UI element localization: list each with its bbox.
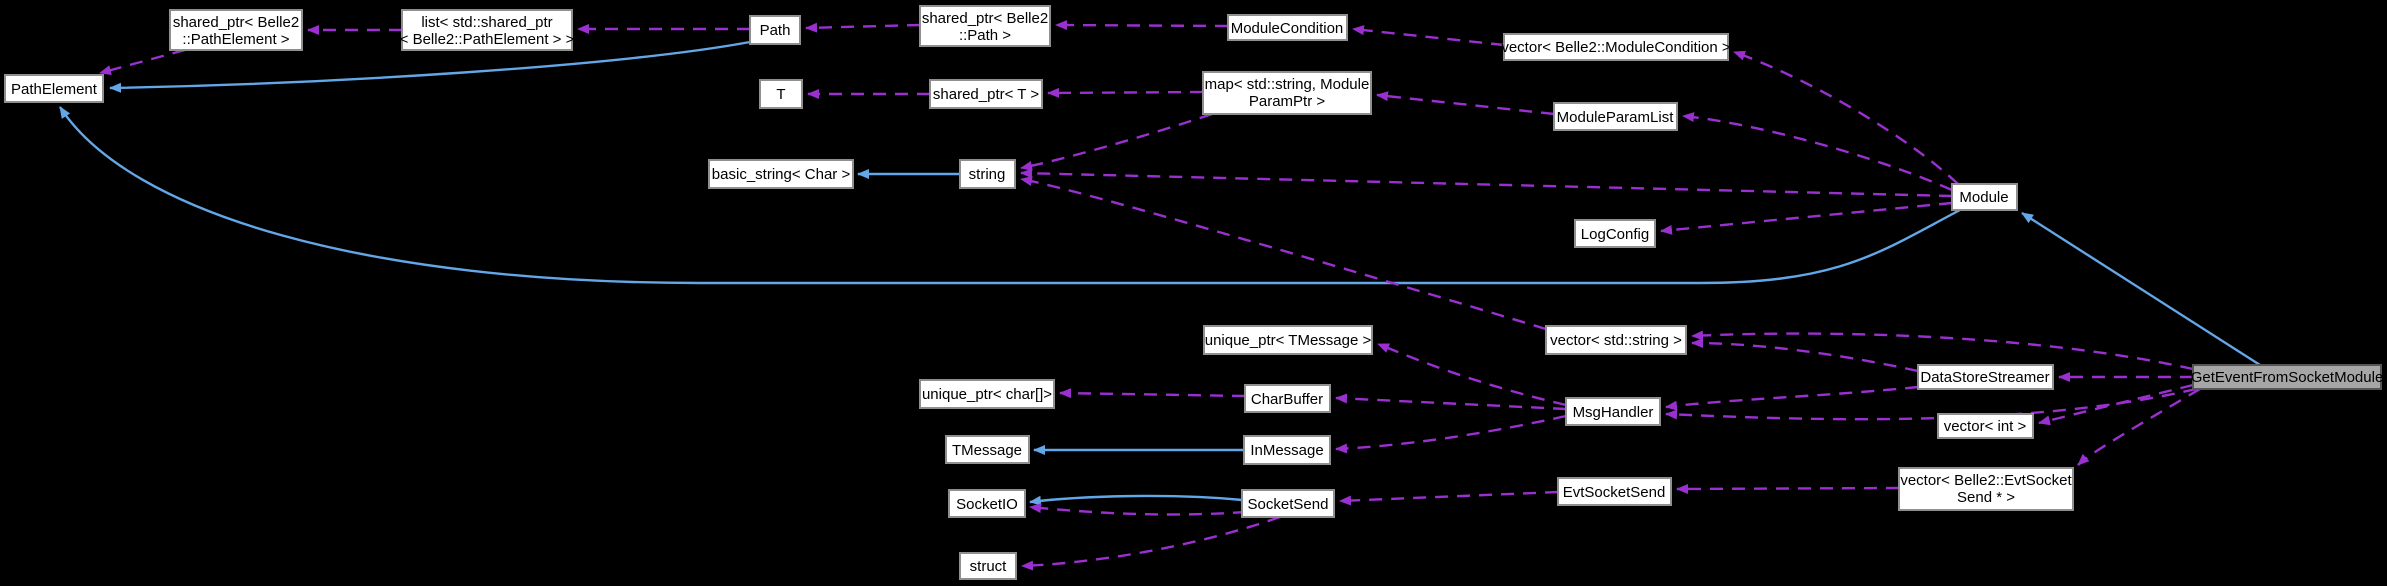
svg-text:PathElement: PathElement (11, 81, 98, 98)
edge-module-to-vector-modulecondition (1733, 50, 1959, 185)
node-charbuffer[interactable]: CharBuffer (1244, 384, 1331, 413)
node-shared-ptr-t[interactable]: shared_ptr< T > (929, 79, 1043, 109)
edge-module-to-string (1020, 168, 1953, 198)
node-vector-string[interactable]: vector< std::string > (1545, 325, 1687, 355)
svg-text:GetEventFromSocketModule: GetEventFromSocketModule (2191, 369, 2384, 386)
node-socketsend[interactable]: SocketSend (1241, 489, 1335, 518)
node-shared-ptr-path[interactable]: shared_ptr< Belle2 ::Path > (919, 5, 1051, 47)
svg-text:MsgHandler: MsgHandler (1573, 404, 1654, 421)
svg-text:::PathElement >: ::PathElement > (182, 31, 289, 48)
edge-sharedptr-path-to-path (805, 22, 921, 33)
svg-text:SocketSend: SocketSend (1248, 496, 1329, 513)
edge-moduleparamlist-to-map (1376, 91, 1555, 116)
svg-text:vector< Belle2::EvtSocket: vector< Belle2::EvtSocket (1900, 472, 2072, 489)
node-evtsocketsend[interactable]: EvtSocketSend (1557, 477, 1672, 506)
node-module[interactable]: Module (1951, 183, 2018, 211)
node-shared-ptr-pathelement[interactable]: shared_ptr< Belle2 ::PathElement > (169, 9, 303, 51)
edge-module-to-pathelement (58, 106, 1961, 285)
node-unique-ptr-char[interactable]: unique_ptr< char[]> (919, 379, 1055, 409)
node-path[interactable]: Path (749, 15, 801, 45)
edge-datastorestreamer-to-msghandler (1665, 385, 1919, 411)
edge-vector-string-to-string (1020, 176, 1547, 331)
svg-text:DataStoreStreamer: DataStoreStreamer (1920, 369, 2049, 386)
node-tmessage[interactable]: TMessage (945, 435, 1030, 464)
edge-msghandler-to-inmessage (1335, 414, 1567, 454)
svg-text:ModuleCondition: ModuleCondition (1231, 20, 1344, 37)
svg-text:TMessage: TMessage (952, 442, 1022, 459)
edge-msghandler-to-charbuffer (1335, 393, 1567, 411)
svg-text:shared_ptr< Belle2: shared_ptr< Belle2 (173, 14, 299, 31)
node-unique-ptr-tmessage[interactable]: unique_ptr< TMessage > (1203, 325, 1373, 355)
edge-module-to-moduleparamlist (1682, 112, 1953, 192)
edge-path-to-pathelement (109, 40, 751, 93)
node-string[interactable]: string (959, 159, 1016, 189)
svg-text:EvtSocketSend: EvtSocketSend (1563, 484, 1666, 501)
svg-text:LogConfig: LogConfig (1581, 226, 1649, 243)
svg-text:shared_ptr< T >: shared_ptr< T > (933, 86, 1039, 103)
svg-text:Path: Path (760, 22, 791, 39)
svg-text:Module: Module (1959, 189, 2008, 206)
svg-text:string: string (969, 166, 1006, 183)
svg-text:vector< Belle2::ModuleConditio: vector< Belle2::ModuleCondition > (1501, 39, 1731, 56)
svg-text:T: T (776, 86, 785, 103)
nodes: PathElement shared_ptr< Belle2 ::PathEle… (4, 5, 2384, 580)
node-geteventfromsocketmodule[interactable]: GetEventFromSocketModule (2191, 364, 2384, 390)
node-vector-int[interactable]: vector< int > (1937, 413, 2034, 439)
node-moduleparamlist[interactable]: ModuleParamList (1553, 102, 1678, 131)
node-datastorestreamer[interactable]: DataStoreStreamer (1917, 364, 2054, 390)
edge-vector-evtsocketsend-to-evtsocketsend (1676, 483, 1900, 494)
svg-text:vector< std::string >: vector< std::string > (1550, 332, 1682, 349)
edge-msghandler-to-uniqueptr-tmessage (1377, 342, 1567, 407)
svg-text:list< std::shared_ptr: list< std::shared_ptr (421, 14, 552, 31)
svg-text:SocketIO: SocketIO (956, 496, 1018, 513)
edge-getevent-to-vector-int (2038, 383, 2194, 426)
edge-socketsend-to-socketio-usage (1029, 503, 1247, 516)
edge-sharedptr-pathelement-to-pathelement (99, 48, 186, 75)
node-vector-evtsocketsend[interactable]: vector< Belle2::EvtSocket Send * > (1898, 467, 2074, 511)
svg-text:InMessage: InMessage (1250, 442, 1323, 459)
svg-text:ParamPtr >: ParamPtr > (1249, 93, 1326, 110)
edge-socketsend-to-socketio-inherit (1029, 494, 1243, 506)
svg-text:struct: struct (970, 558, 1008, 575)
edge-socketsend-to-struct (1021, 515, 1281, 571)
svg-text:CharBuffer: CharBuffer (1251, 391, 1323, 408)
edge-map-to-string (1020, 112, 1213, 171)
node-vector-modulecondition[interactable]: vector< Belle2::ModuleCondition > (1501, 33, 1731, 61)
node-pathelement[interactable]: PathElement (4, 74, 104, 103)
svg-text:unique_ptr< TMessage >: unique_ptr< TMessage > (1205, 332, 1372, 349)
node-socketio[interactable]: SocketIO (948, 489, 1026, 518)
node-inmessage[interactable]: InMessage (1243, 435, 1331, 465)
edges (58, 20, 2261, 571)
svg-text:::Path >: ::Path > (959, 27, 1011, 44)
node-t[interactable]: T (759, 79, 803, 109)
node-basic-string[interactable]: basic_string< Char > (708, 159, 854, 189)
edge-charbuffer-to-uniqueptr-char (1059, 388, 1246, 399)
svg-text:unique_ptr< char[]>: unique_ptr< char[]> (922, 386, 1052, 403)
node-logconfig[interactable]: LogConfig (1574, 219, 1656, 248)
node-modulecondition[interactable]: ModuleCondition (1227, 14, 1348, 41)
edge-geteventfromsocketmodule-to-module (2021, 211, 2261, 367)
svg-text:basic_string< Char >: basic_string< Char > (712, 166, 851, 183)
edge-map-to-sharedptr-t (1047, 87, 1204, 98)
edge-vector-modulecondition-to-modulecondition (1352, 25, 1505, 47)
edge-evtsocketsend-to-socketsend (1339, 490, 1559, 506)
svg-text:ModuleParamList: ModuleParamList (1557, 109, 1675, 126)
node-list-shared-ptr[interactable]: list< std::shared_ptr < Belle2::PathElem… (400, 9, 575, 51)
node-map-moduleparamptr[interactable]: map< std::string, Module ParamPtr > (1202, 71, 1372, 115)
svg-text:shared_ptr< Belle2: shared_ptr< Belle2 (922, 10, 1048, 27)
edge-modulecondition-to-sharedptr-path (1055, 20, 1229, 31)
node-struct[interactable]: struct (959, 552, 1017, 580)
svg-text:vector< int >: vector< int > (1944, 418, 2027, 435)
edge-module-to-logconfig (1660, 201, 1953, 235)
svg-text:< Belle2::PathElement > >: < Belle2::PathElement > > (400, 31, 575, 48)
edge-getevent-to-vector-string (1691, 330, 2194, 371)
svg-text:Send * >: Send * > (1957, 489, 2015, 506)
edge-datastorestreamer-to-vector-string (1691, 338, 1919, 373)
node-msghandler[interactable]: MsgHandler (1565, 397, 1661, 426)
edge-getevent-to-vector-evtsocketsend (2077, 387, 2201, 466)
svg-text:map< std::string, Module: map< std::string, Module (1205, 76, 1370, 93)
